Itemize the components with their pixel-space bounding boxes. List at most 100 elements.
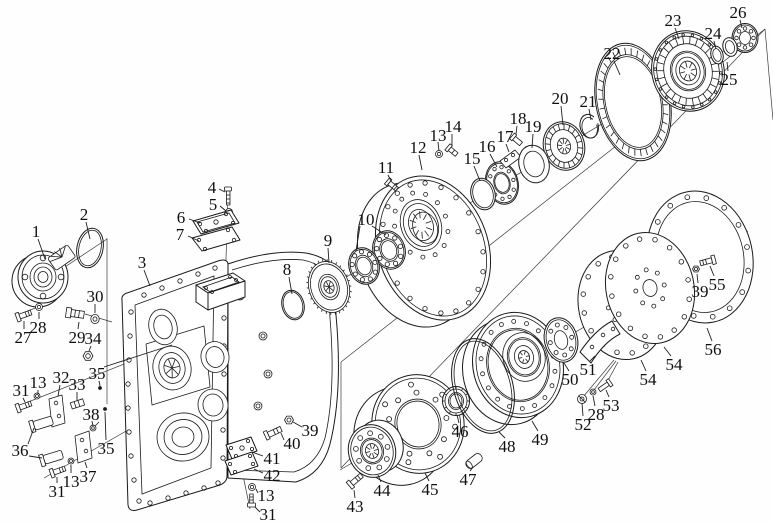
part-27-bolt	[14, 309, 33, 323]
callout-42: 42	[264, 466, 281, 485]
callout-13: 13	[30, 373, 47, 392]
callout-22: 22	[604, 44, 621, 63]
housing-top-mount-block	[195, 272, 246, 311]
part-10-bearings	[348, 230, 406, 285]
callout-6: 6	[177, 208, 186, 227]
part-49-clutch-drum	[461, 311, 565, 426]
part-4-bolt	[224, 186, 232, 206]
leader-line-36	[27, 427, 35, 445]
callout-27: 27	[15, 328, 33, 347]
part-18-bolt	[509, 132, 523, 147]
callout-34: 34	[85, 329, 103, 348]
callout-35: 35	[98, 439, 115, 458]
callout-7: 7	[176, 225, 185, 244]
leader-line-42	[253, 468, 264, 474]
part-21-snap-ring	[579, 113, 599, 139]
callout-53: 53	[603, 396, 620, 415]
callout-44: 44	[374, 481, 392, 500]
leader-line-21	[588, 108, 592, 121]
callout-40: 40	[284, 434, 301, 453]
part-13-washer-3	[435, 150, 443, 158]
callout-14: 14	[445, 117, 463, 136]
part-39-nut-2	[692, 265, 700, 273]
callout-28: 28	[30, 318, 47, 337]
leader-line-9	[327, 247, 330, 264]
leader-line-19	[531, 133, 534, 149]
callout-8: 8	[283, 260, 292, 279]
part-13-washer-2	[67, 457, 75, 465]
part-51-segment-plate	[579, 320, 621, 364]
leader-line-43	[353, 489, 356, 499]
part-31-bolt-3	[247, 493, 256, 508]
callout-4: 4	[208, 178, 217, 197]
part-36-pins	[28, 416, 64, 468]
leader-line-28	[592, 395, 596, 407]
leader-line-22	[613, 60, 621, 76]
leader-line-13	[255, 488, 259, 494]
leader-line-38	[91, 420, 94, 427]
callout-49: 49	[532, 430, 549, 449]
part-3-transmission-housing	[121, 251, 339, 511]
housing-bore-lower-right	[197, 388, 229, 422]
part-28-washer-2	[589, 388, 597, 396]
leader-line-13	[437, 141, 440, 152]
part-2-o-ring	[76, 227, 104, 269]
callout-54: 54	[640, 370, 658, 389]
leader-line-35	[98, 380, 101, 387]
callout-36: 36	[12, 441, 29, 460]
leader-line-54	[663, 346, 672, 357]
callout-39: 39	[302, 421, 319, 440]
leader-line-50	[563, 362, 570, 372]
leader-line-2	[85, 221, 91, 240]
leader-line-10	[355, 225, 361, 252]
leader-line-3	[143, 269, 151, 287]
leader-line-40	[280, 432, 285, 441]
leader-line-32	[57, 384, 61, 397]
callout-50: 50	[562, 370, 579, 389]
leader-line-20	[560, 105, 564, 126]
callout-32: 32	[53, 368, 70, 387]
leader-line-4	[218, 188, 226, 193]
leader-line-56	[706, 327, 713, 342]
leader-line-25	[726, 61, 729, 72]
callout-54: 54	[666, 355, 684, 374]
part-33-pin	[69, 398, 86, 410]
leader-line-26	[739, 19, 743, 29]
part-40-bolt	[262, 426, 283, 441]
leader-line-29	[77, 321, 80, 330]
leader-line-11	[387, 174, 392, 182]
callout-52: 52	[575, 415, 592, 434]
leader-line-34	[88, 345, 92, 352]
leader-line-7	[187, 235, 200, 242]
callout-38: 38	[83, 405, 100, 424]
part-48-o-ring	[451, 338, 515, 434]
leader-line-41	[251, 451, 264, 457]
callout-31: 31	[13, 381, 30, 400]
housing-bore-lower	[156, 412, 210, 462]
callout-35: 35	[89, 364, 106, 383]
callout-39: 39	[692, 282, 709, 301]
callout-43: 43	[347, 497, 364, 516]
callout-31: 31	[260, 505, 277, 522]
leader-line-1	[37, 238, 46, 260]
part-43-bolt	[345, 472, 364, 490]
leader-line-12	[418, 154, 423, 171]
callout-15: 15	[464, 149, 481, 168]
callout-41: 41	[264, 449, 281, 468]
callout-9: 9	[324, 231, 333, 250]
part-29-plug	[65, 306, 85, 319]
part-1-output-yoke	[11, 244, 76, 308]
part-47-pin	[465, 453, 483, 469]
leader-line-44	[377, 474, 382, 483]
leader-line-24	[713, 40, 717, 50]
callout-1: 1	[32, 222, 41, 241]
part-24-ring	[710, 45, 724, 65]
leader-line-23	[674, 27, 680, 40]
housing-bore-right	[200, 341, 230, 373]
part-12-converter-housing-drum	[356, 175, 492, 328]
leader-line-37	[84, 461, 88, 469]
part-13-washer-4	[248, 483, 256, 491]
